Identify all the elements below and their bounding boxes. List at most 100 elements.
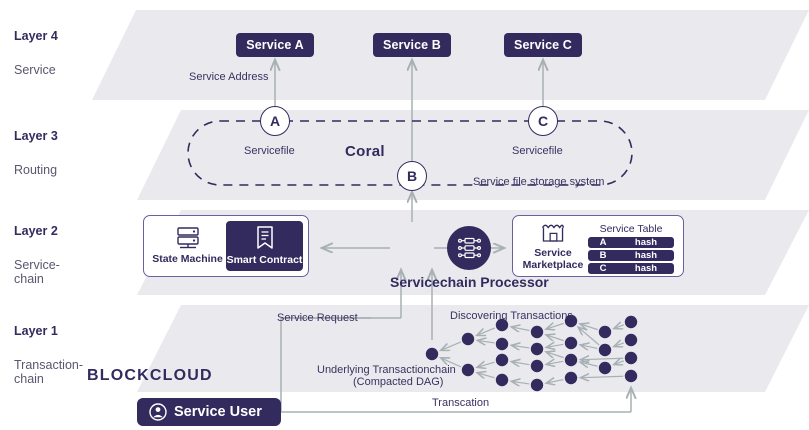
- processor-circle: [447, 226, 492, 270]
- service-user-label: Service User: [174, 404, 262, 420]
- service-address-label: Service Address: [189, 71, 269, 83]
- blockcloud-wordmark: BLOCKCLOUD: [87, 367, 213, 384]
- dag-edge: [512, 345, 530, 348]
- dag-node: [495, 373, 509, 387]
- layer-1-title: Layer 1: [14, 323, 58, 338]
- dag-node: [564, 371, 578, 385]
- dag-node: [530, 342, 544, 356]
- service-a-label: Service A: [246, 38, 304, 52]
- table-row-value: hash: [634, 263, 658, 274]
- coral-node-a[interactable]: A: [260, 106, 290, 136]
- smart-contract-cell[interactable]: Smart Contract: [226, 221, 303, 271]
- service-request-label: Service Request: [277, 312, 358, 324]
- dag-edge: [578, 327, 600, 346]
- dag-edge: [512, 327, 530, 331]
- dag-edge: [547, 361, 564, 364]
- dag-node: [598, 325, 612, 339]
- underlying-chain-label-line2: (Compacted DAG): [353, 376, 444, 388]
- service-table-title: Service Table: [599, 223, 663, 235]
- dag-node: [564, 353, 578, 367]
- dag-edge: [546, 335, 564, 341]
- underlying-chain-label-line1: Underlying Transactionchain: [317, 364, 456, 376]
- dag-edge: [477, 327, 496, 335]
- service-b-label: Service B: [383, 38, 441, 52]
- dag-edge: [580, 324, 598, 330]
- dag-edge: [581, 358, 624, 359]
- state-machine-cell[interactable]: State Machine: [149, 221, 226, 271]
- coral-node-b-label: B: [406, 168, 418, 184]
- coral-node-c-label: C: [537, 113, 549, 129]
- layer-4-title: Layer 4: [14, 28, 58, 43]
- layer-label-2: Layer 2 Service- chain: [14, 205, 60, 306]
- coral-node-a-label: A: [269, 113, 281, 129]
- dag-edge: [581, 345, 598, 348]
- processor-label: Servicechain Processor: [390, 274, 549, 290]
- service-table: Service Table A hash B hash C hash: [586, 221, 676, 274]
- band-layer-3: [137, 110, 809, 200]
- dag-edge: [547, 344, 564, 347]
- service-a-box[interactable]: Service A: [236, 33, 314, 57]
- dag-edge: [441, 358, 462, 368]
- dag-edge: [512, 381, 530, 384]
- server-rack-icon: [176, 227, 199, 249]
- dag-node: [530, 325, 544, 339]
- table-row-value: hash: [634, 250, 658, 261]
- servicechain-left-panel: State Machine Smart Contract: [143, 215, 309, 277]
- dag-node: [564, 336, 578, 350]
- marketplace-panel: Service Marketplace Service Table A hash…: [512, 215, 684, 277]
- storefront-icon: [541, 224, 565, 242]
- service-c-box[interactable]: Service C: [504, 33, 582, 57]
- user-avatar-icon: [149, 403, 167, 421]
- dag-edge: [580, 362, 598, 366]
- dag-node: [624, 351, 638, 365]
- layer-2-subtitle: Service- chain: [14, 257, 60, 287]
- dag-node: [598, 343, 612, 357]
- band-layer-1: [137, 305, 809, 392]
- dag-node: [495, 318, 509, 332]
- layer-2-title: Layer 2: [14, 223, 58, 238]
- service-user-box[interactable]: Service User: [137, 398, 281, 426]
- layer-label-1: Layer 1 Transaction- chain: [14, 305, 83, 406]
- dag-node: [624, 315, 638, 329]
- dag-node: [598, 361, 612, 375]
- dag-edge: [581, 376, 624, 377]
- table-row-key: B: [599, 250, 607, 261]
- dag-edge: [441, 341, 462, 350]
- servicechain-processor[interactable]: Servicechain Processor: [390, 226, 549, 290]
- service-marketplace-cell[interactable]: Service Marketplace: [520, 221, 586, 271]
- dag-edge: [546, 323, 564, 329]
- dag-edge: [477, 373, 495, 378]
- service-marketplace-label: Service Marketplace: [522, 246, 584, 271]
- dag-edge: [614, 361, 625, 365]
- dag-node: [624, 333, 638, 347]
- layer-3-title: Layer 3: [14, 128, 58, 143]
- layer-label-4: Layer 4 Service: [14, 10, 58, 96]
- servicefile-label-c: Servicefile: [512, 145, 563, 157]
- dag-edge: [478, 340, 495, 342]
- dag-node: [495, 337, 509, 351]
- coral-node-b[interactable]: B: [397, 161, 427, 191]
- servicefile-label-a: Servicefile: [244, 145, 295, 157]
- service-b-box[interactable]: Service B: [373, 33, 451, 57]
- dag-edge: [547, 380, 564, 383]
- transaction-label: Transcation: [432, 397, 490, 409]
- band-layer-4: [92, 10, 809, 100]
- coral-node-c[interactable]: C: [528, 106, 558, 136]
- service-c-label: Service C: [514, 38, 572, 52]
- discovering-transactions-label: Discovering Transactions: [450, 310, 573, 322]
- dag-edge: [477, 362, 495, 367]
- dag-edge: [512, 362, 530, 365]
- table-row: C hash: [588, 263, 674, 274]
- storage-system-caption: Service file storage system: [473, 176, 605, 188]
- layer-label-3: Layer 3 Routing: [14, 110, 58, 196]
- state-machine-label: State Machine: [152, 253, 223, 266]
- table-row: A hash: [588, 237, 674, 248]
- dag-node: [495, 353, 509, 367]
- layer-4-subtitle: Service: [14, 62, 56, 77]
- dag-node: [530, 378, 544, 392]
- coral-title: Coral: [345, 143, 385, 160]
- circuit-chip-icon: [458, 237, 482, 259]
- table-row: B hash: [588, 250, 674, 261]
- dag-node: [564, 314, 578, 328]
